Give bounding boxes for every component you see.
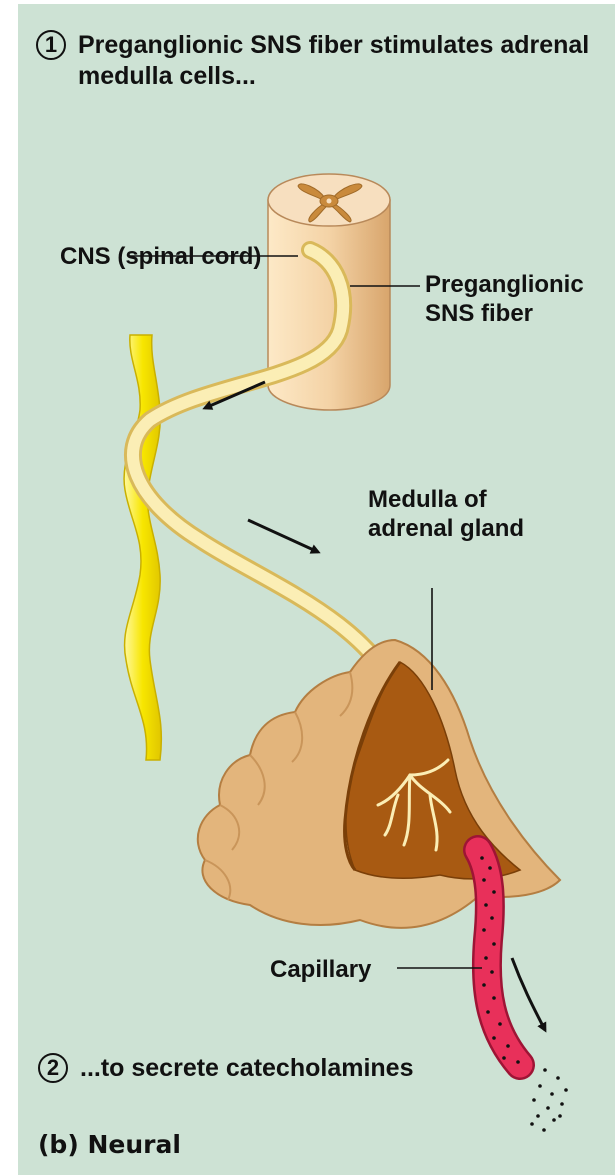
arrow-blood-flow xyxy=(512,958,545,1030)
catecholamine-particles xyxy=(530,1068,568,1132)
sympathetic-chain xyxy=(124,335,161,760)
step-1-number: 1 xyxy=(36,30,66,60)
arrow-fiber-middle xyxy=(248,520,318,552)
adrenal-gland xyxy=(198,640,560,928)
step-1: 1 Preganglionic SNS fiber stimulates adr… xyxy=(36,30,598,92)
label-cns: CNS (spinal cord) xyxy=(60,242,270,271)
label-preganglionic-fiber: Preganglionic SNS fiber xyxy=(425,270,615,328)
label-capillary: Capillary xyxy=(270,955,371,984)
step-2-number: 2 xyxy=(38,1053,68,1083)
figure-caption: (b) Neural xyxy=(38,1130,181,1159)
step-2: 2 ...to secrete catecholamines xyxy=(38,1053,413,1083)
label-adrenal-medulla: Medulla of adrenal gland xyxy=(368,485,568,543)
step-2-text: ...to secrete catecholamines xyxy=(80,1054,413,1083)
step-1-text: Preganglionic SNS fiber stimulates adren… xyxy=(78,30,598,92)
